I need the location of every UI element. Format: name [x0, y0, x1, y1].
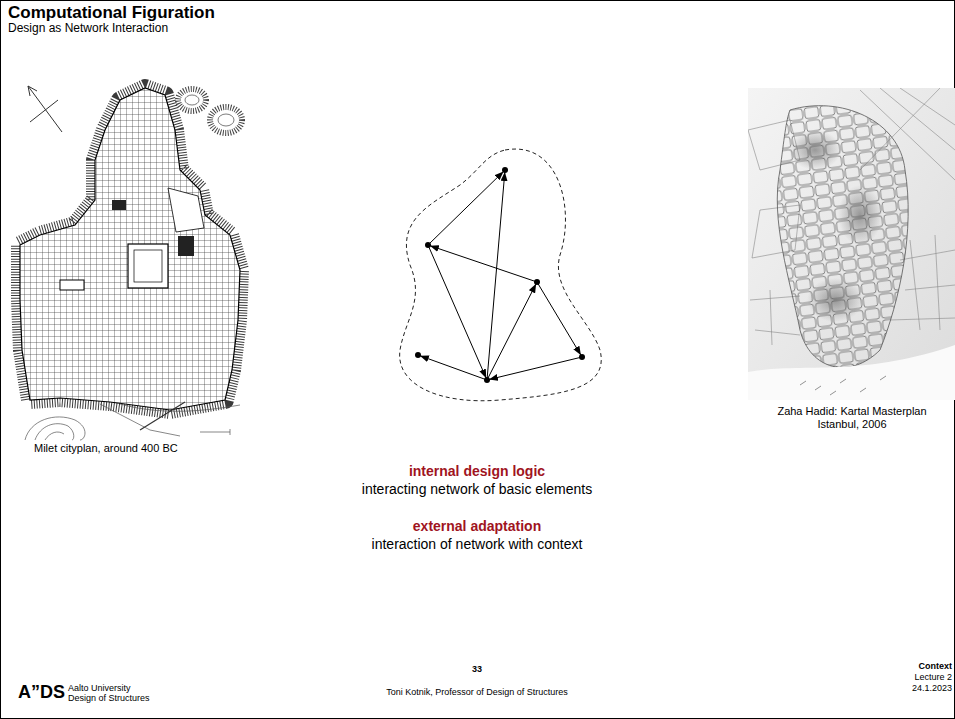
institution-name: Design of Structures — [68, 693, 150, 703]
context-boundary — [400, 149, 602, 401]
network-arrows — [418, 170, 582, 380]
logo-mark: A”DS — [18, 682, 65, 703]
author-line: Toni Kotnik, Professor of Design of Stru… — [386, 687, 568, 697]
compass — [28, 86, 62, 132]
lecture-info: 24.1.2023 — [912, 683, 952, 693]
page-number: 33 — [472, 664, 482, 674]
milet-plan — [20, 86, 242, 440]
city-features — [60, 188, 204, 290]
network-illustration — [400, 149, 602, 401]
lecture-info: Lecture 2 — [914, 672, 952, 682]
subtitle: Design as Network Interaction — [8, 22, 168, 36]
concept-heading: external adaptation — [413, 518, 541, 534]
network-dots — [415, 167, 585, 383]
southern-hills — [25, 402, 240, 440]
kartal-masterplan — [748, 88, 955, 400]
slide-title: Computational Figuration — [8, 3, 215, 23]
concept-heading: internal design logic — [409, 463, 545, 479]
image-caption: Zaha Hadid: Kartal Masterplan Istanbul, … — [757, 405, 947, 430]
coastline-hatch — [20, 88, 240, 410]
city-grid — [20, 88, 240, 410]
image-caption: Milet cityplan, around 400 BC — [34, 442, 178, 455]
islands — [178, 89, 242, 133]
lecture-info: Context — [919, 661, 953, 671]
concept-description: interaction of network with context — [372, 536, 583, 552]
institution-name: Aalto University — [68, 683, 131, 693]
concept-description: interacting network of basic elements — [362, 481, 592, 497]
